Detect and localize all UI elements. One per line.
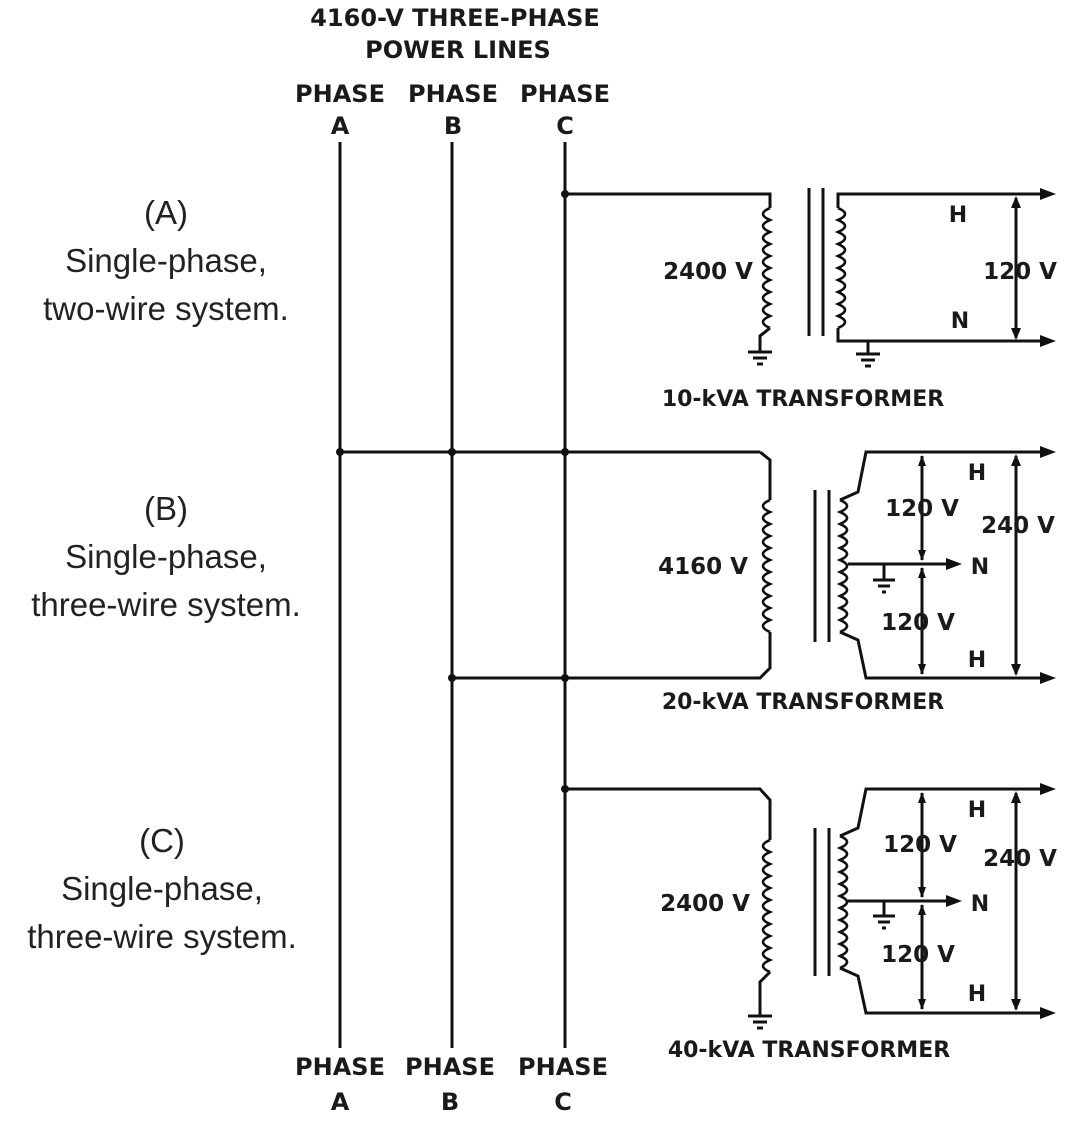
arrow-icon (1011, 196, 1021, 208)
transformer-c: 2400 V 120 V 120 V 240 V H N H 40-kVA TR… (561, 783, 1057, 1063)
primary-b-coil (761, 498, 774, 634)
phase-c-top-letter: C (556, 112, 574, 140)
arrow-icon (918, 999, 926, 1010)
arrow-icon (1040, 188, 1056, 200)
arrow-icon (946, 895, 962, 907)
section-b-line2: three-wire system. (31, 586, 301, 623)
lower-c-voltage: 120 V (881, 942, 955, 968)
arrow-icon (918, 887, 926, 898)
phase-c-bottom-letter: C (554, 1088, 572, 1116)
section-b-line1: Single-phase, (65, 538, 267, 575)
section-b-tag: (B) (144, 490, 188, 527)
header-line2: POWER LINES (365, 36, 551, 64)
terminal-b-h1: H (968, 461, 986, 486)
terminal-b-h2: H (968, 648, 986, 673)
arrow-icon (918, 567, 926, 578)
primary-c-ground-lead (758, 970, 772, 1016)
primary-a-coil (761, 206, 774, 330)
secondary-a-coil (834, 206, 847, 330)
arrow-icon (1011, 328, 1021, 340)
section-c-line2: three-wire system. (27, 918, 297, 955)
ground-icon (748, 1014, 772, 1030)
phase-a-bottom-label: PHASE (295, 1053, 385, 1081)
arrow-icon (918, 904, 926, 915)
secondary-a-voltage: 120 V (983, 259, 1057, 285)
ground-icon (856, 352, 880, 368)
secondary-c-coil (836, 834, 849, 970)
ground-icon (873, 578, 895, 594)
section-a-line1: Single-phase, (65, 242, 267, 279)
transformer-b-label: 20-kVA TRANSFORMER (662, 690, 944, 715)
arrow-icon (1040, 783, 1056, 795)
ground-icon (873, 914, 895, 930)
junction-dot (448, 448, 456, 456)
arrow-icon (1040, 1007, 1056, 1019)
output-b-h2 (839, 630, 1040, 680)
phase-a-top-label: PHASE (295, 80, 385, 108)
terminal-c-n: N (971, 892, 989, 917)
phase-a-bottom-letter: A (331, 1088, 350, 1116)
primary-c-voltage: 2400 V (660, 891, 750, 917)
total-c-voltage: 240 V (983, 846, 1057, 872)
ground-icon (748, 350, 772, 366)
phase-c-bottom-label: PHASE (518, 1053, 608, 1081)
phase-b-top-letter: B (444, 112, 462, 140)
junction-dot (561, 674, 569, 682)
phase-a-top-letter: A (331, 112, 350, 140)
arrow-icon (1040, 446, 1056, 458)
terminal-b-n: N (971, 555, 989, 580)
terminal-c-h1: H (968, 798, 986, 823)
terminal-a-h: H (949, 203, 967, 228)
arrow-icon (1011, 999, 1021, 1011)
junction-dot (561, 448, 569, 456)
lower-b-voltage: 120 V (881, 610, 955, 636)
primary-a-ground-lead (758, 326, 771, 352)
primary-c-feed (565, 787, 772, 840)
total-b-voltage: 240 V (981, 513, 1055, 539)
phase-b-bottom-letter: B (441, 1088, 459, 1116)
primary-a-voltage: 2400 V (663, 259, 753, 285)
primary-b-voltage: 4160 V (658, 554, 748, 580)
arrow-icon (1040, 335, 1056, 347)
output-c-h1 (839, 787, 1040, 838)
output-b-h1 (839, 450, 1040, 502)
header-line1: 4160-V THREE-PHASE (310, 4, 600, 32)
junction-dot (448, 674, 456, 682)
arrow-icon (918, 455, 926, 466)
phase-b-bottom-label: PHASE (405, 1053, 495, 1081)
primary-b-bottom-lead (565, 632, 772, 680)
section-c-tag: (C) (139, 822, 185, 859)
transformer-a-label: 10-kVA TRANSFORMER (662, 387, 944, 412)
primary-c-coil (761, 838, 774, 974)
section-a-tag: (A) (144, 194, 188, 231)
arrow-icon (1011, 791, 1021, 803)
transformer-c-label: 40-kVA TRANSFORMER (668, 1038, 950, 1063)
output-a-n (836, 328, 1040, 343)
secondary-b-coil (836, 498, 849, 634)
section-a-line2: two-wire system. (43, 290, 289, 327)
terminal-a-n: N (951, 309, 969, 334)
section-c-line1: Single-phase, (61, 870, 263, 907)
phase-b-top-label: PHASE (408, 80, 498, 108)
arrow-icon (918, 792, 926, 803)
primary-a-feed (565, 192, 772, 208)
junction-dot (336, 448, 344, 456)
terminal-c-h2: H (968, 982, 986, 1007)
primary-b-top-lead (759, 450, 772, 500)
arrow-icon (918, 550, 926, 561)
upper-b-voltage: 120 V (885, 496, 959, 522)
transformer-a: 2400 V 120 V H N 10-kVA TRANSFORMER (561, 188, 1057, 412)
transformer-b: 4160 V 120 V 120 V 240 V H N H 20-kVA TR… (336, 446, 1056, 715)
phase-c-top-label: PHASE (520, 80, 610, 108)
arrow-icon (946, 558, 962, 570)
arrow-icon (918, 664, 926, 675)
arrow-icon (1040, 672, 1056, 684)
output-a-h (836, 192, 1040, 208)
arrow-icon (1011, 664, 1021, 676)
arrow-icon (1011, 454, 1021, 466)
output-c-h2 (839, 966, 1040, 1015)
upper-c-voltage: 120 V (883, 832, 957, 858)
